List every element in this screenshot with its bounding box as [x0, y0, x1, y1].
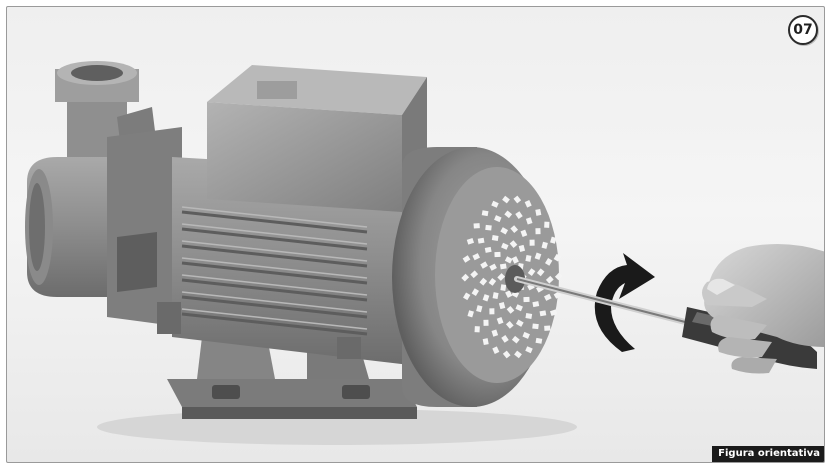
- grille-slot: [504, 256, 513, 264]
- grille-slot: [518, 244, 526, 252]
- figure-frame: 07 Figura orientativa: [6, 6, 825, 463]
- grille-slot: [491, 235, 499, 241]
- grille-slot: [525, 346, 533, 354]
- grille-slot: [480, 261, 488, 269]
- grille-slot: [476, 305, 483, 313]
- grille-slot: [532, 323, 539, 330]
- grille-slot: [501, 335, 509, 343]
- grille-slot: [532, 301, 540, 308]
- step-number-badge: 07: [788, 15, 818, 45]
- grille-slot: [523, 296, 530, 303]
- curved-arrow-up-icon: [594, 253, 655, 352]
- grille-slot: [544, 325, 551, 331]
- grille-slot: [483, 319, 489, 326]
- grille-slot: [511, 335, 520, 344]
- grille-slot: [514, 350, 522, 359]
- grille-slot: [491, 329, 499, 337]
- grille-slot: [482, 338, 489, 346]
- pump-base: [167, 337, 417, 419]
- grille-slot: [553, 253, 561, 262]
- grille-slot: [505, 290, 513, 298]
- grille-slot: [506, 305, 515, 314]
- grille-slot: [510, 225, 519, 234]
- grille-slot: [524, 200, 532, 208]
- grille-slot: [550, 236, 557, 244]
- pump-illustration: [25, 61, 824, 445]
- grille-slot: [499, 263, 507, 270]
- grille-slot: [498, 302, 506, 310]
- grille-slot: [492, 292, 499, 300]
- grille-slot: [471, 288, 479, 296]
- grille-slot: [496, 317, 504, 325]
- grille-slot: [472, 253, 480, 261]
- grille-slot: [489, 263, 497, 271]
- grille-slot: [504, 210, 513, 219]
- grille-slot: [481, 210, 489, 217]
- grille-slot: [527, 268, 536, 276]
- fan-cover: [392, 147, 563, 407]
- grille-slot: [488, 278, 497, 286]
- grille-slot: [462, 255, 471, 263]
- grille-slot: [467, 310, 474, 318]
- grille-slot: [466, 238, 475, 245]
- grille-slot: [549, 309, 558, 316]
- grille-slot: [474, 326, 480, 333]
- grille-slot: [529, 239, 535, 246]
- grille-slot: [545, 258, 553, 266]
- pump-head: [25, 61, 182, 327]
- grille-slot: [461, 273, 470, 282]
- grille-slot: [541, 241, 548, 249]
- grille-slot: [522, 331, 530, 339]
- grille-slot: [545, 275, 554, 284]
- grille-slot: [473, 223, 480, 229]
- grille-slot: [485, 224, 492, 231]
- grille-slot: [534, 252, 542, 260]
- grille-slot: [536, 268, 545, 277]
- hand: [702, 244, 824, 374]
- grille-slot: [535, 228, 541, 235]
- grille-slot: [497, 273, 506, 281]
- grille-slot: [520, 229, 528, 237]
- grille-slot: [502, 195, 510, 204]
- grille-slot: [525, 313, 533, 319]
- grille-slot: [479, 277, 488, 286]
- grille-slot: [500, 227, 509, 235]
- grille-slot: [513, 195, 522, 204]
- grille-slot: [494, 215, 502, 223]
- grille-slot: [553, 291, 562, 299]
- grille-slot: [554, 272, 563, 281]
- grille-slot: [515, 211, 523, 219]
- grille-slot: [544, 293, 552, 301]
- grille-slot: [491, 200, 499, 208]
- grille-slot: [494, 251, 501, 258]
- grille-slot: [515, 304, 523, 312]
- grille-slot: [477, 237, 485, 244]
- grille-slot: [535, 208, 542, 216]
- grille-slot: [515, 319, 524, 327]
- grille-slot: [544, 221, 550, 228]
- grille-slot: [500, 284, 507, 291]
- grille-slot: [505, 320, 514, 329]
- terminal-box: [207, 65, 427, 212]
- motor-body: [157, 157, 427, 367]
- grille-slot: [509, 240, 518, 249]
- grille-slot: [502, 350, 511, 359]
- grille-slot: [470, 270, 479, 279]
- grille-slot: [535, 337, 543, 344]
- grille-slot: [501, 242, 509, 250]
- grille-slot: [489, 308, 495, 315]
- grille-slot: [492, 346, 500, 354]
- figure-caption: Figura orientativa: [712, 446, 824, 462]
- grille-slot: [511, 256, 519, 264]
- grille-slot: [525, 217, 533, 225]
- grille-slot: [463, 292, 471, 301]
- grille-slot: [484, 246, 492, 253]
- grille-slot: [525, 254, 532, 262]
- grille-slot: [539, 310, 547, 317]
- grille-slot: [482, 294, 490, 302]
